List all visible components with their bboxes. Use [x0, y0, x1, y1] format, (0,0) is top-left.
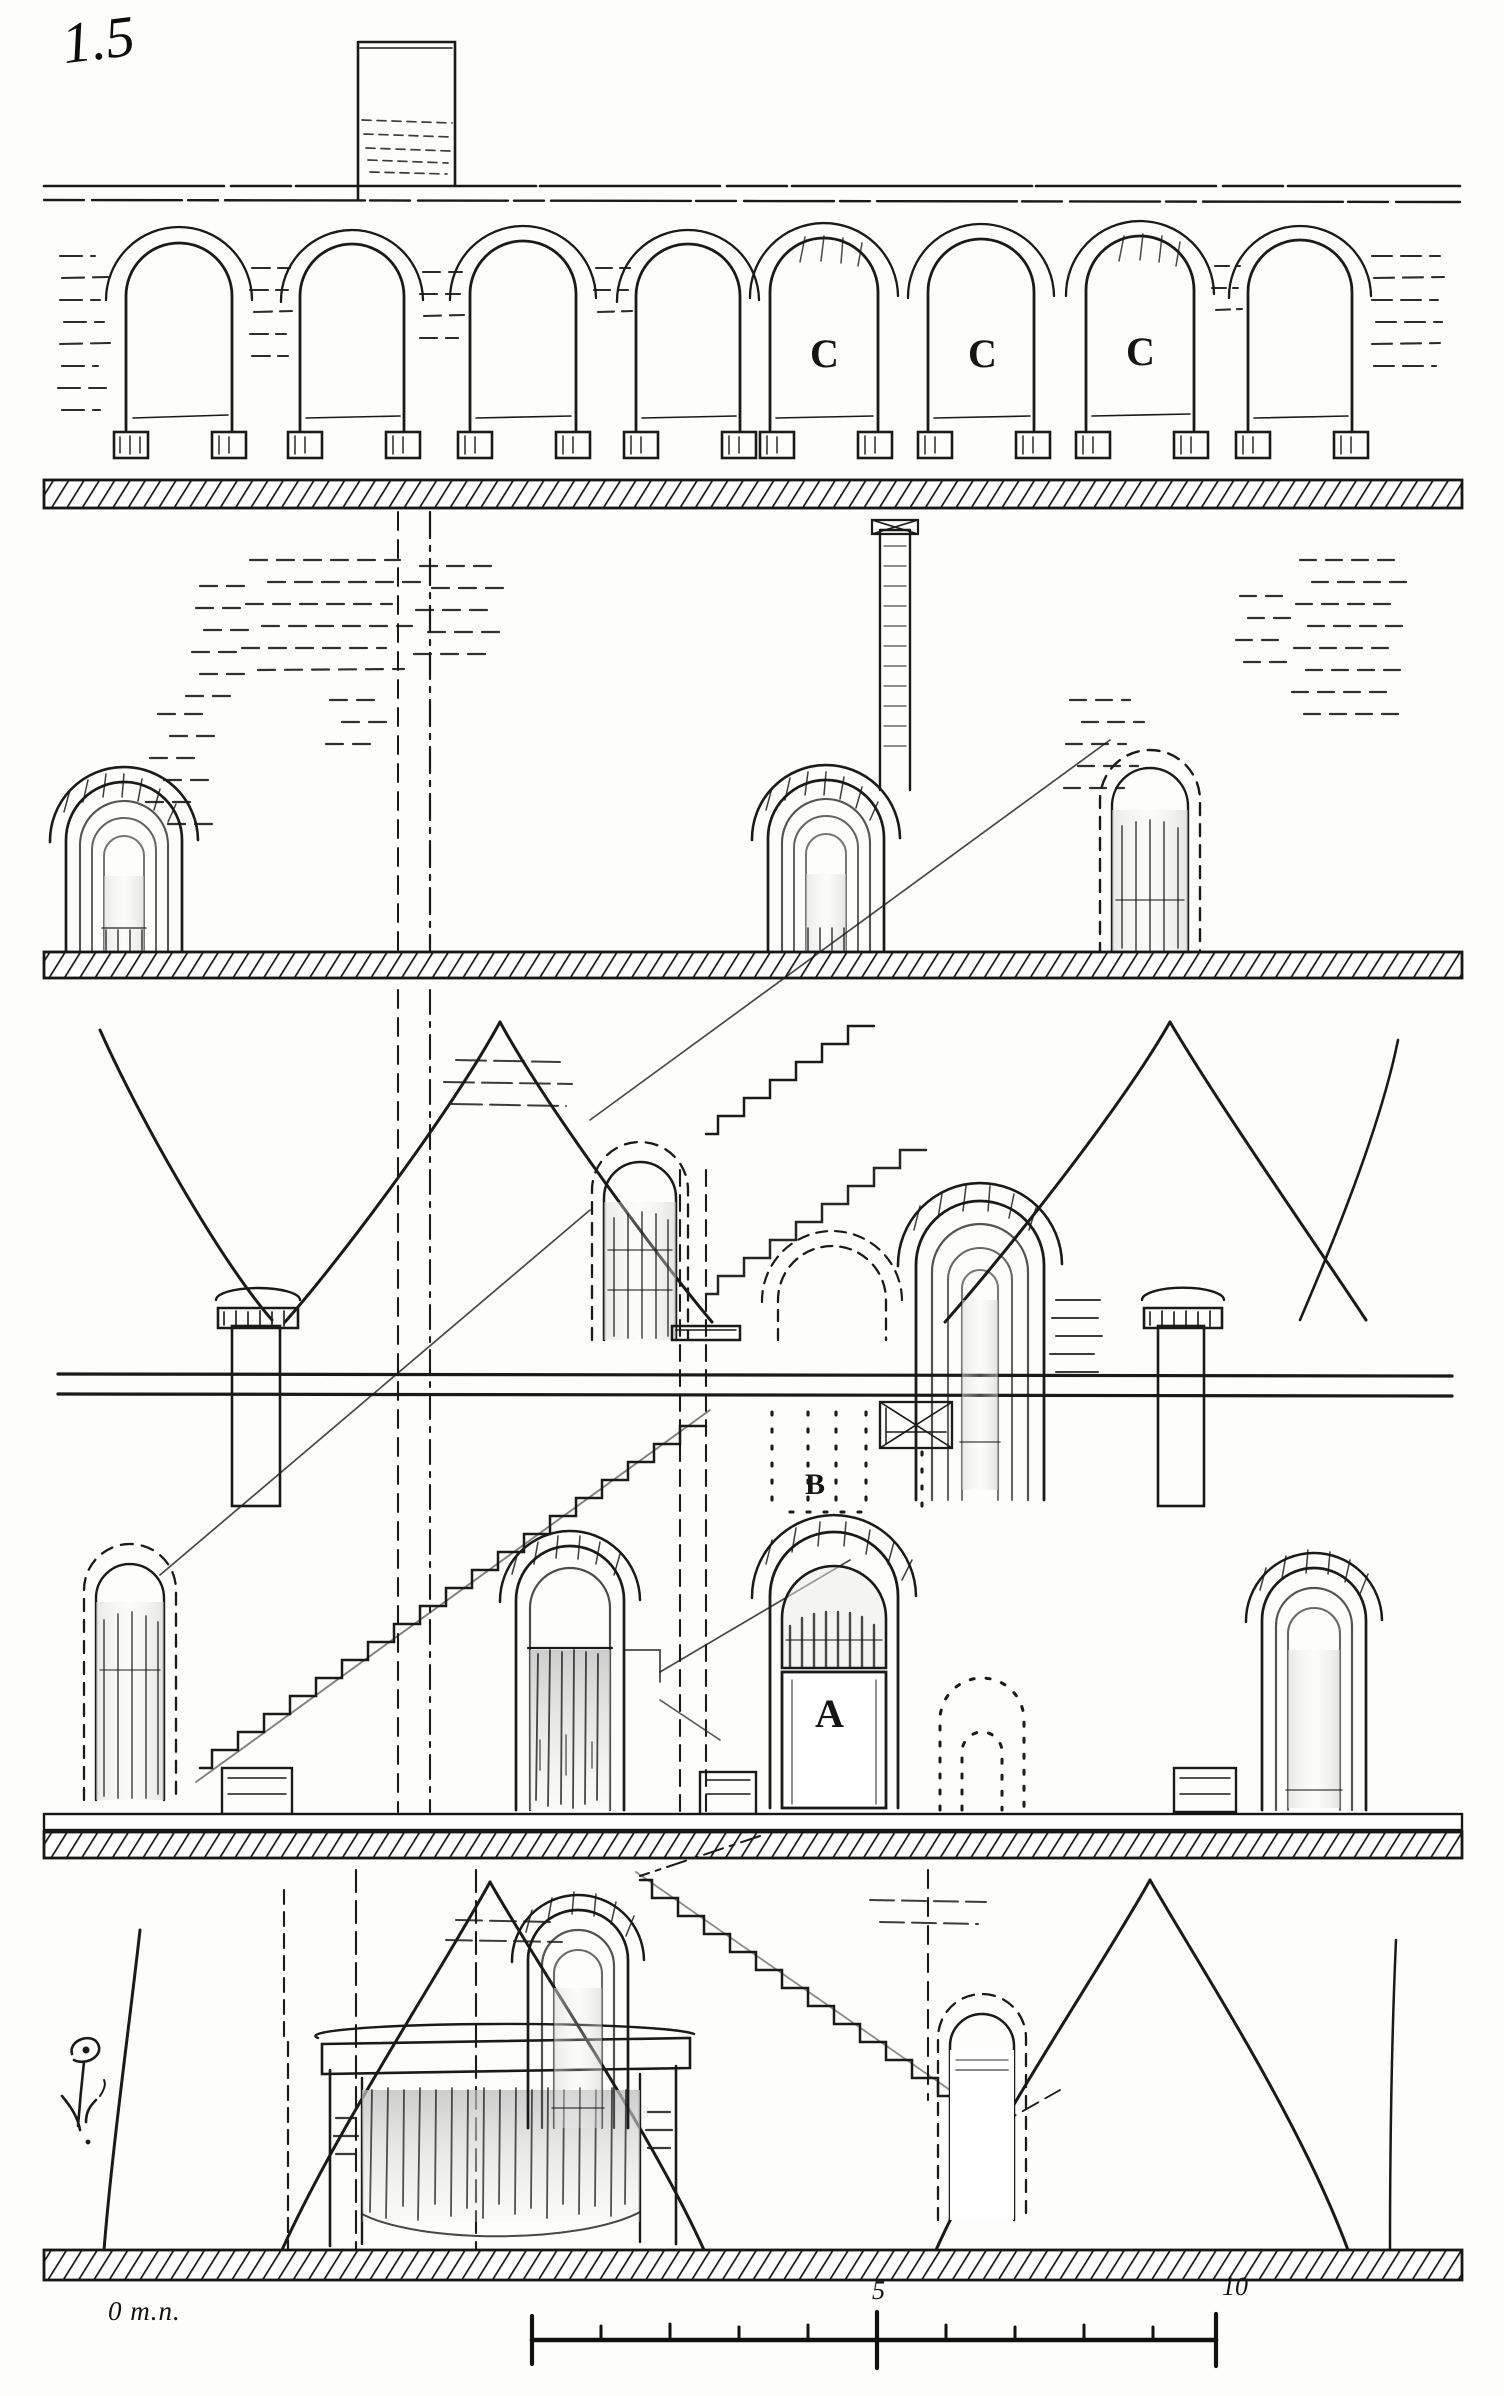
column-base-right: [1172, 1766, 1238, 1814]
column-left: [214, 1286, 302, 1508]
arcade-arch: [104, 225, 254, 432]
upper-doorway-right: [1098, 748, 1202, 957]
ground-vault-crown-lines: [445, 1919, 563, 1943]
attic-arcade-level: [42, 40, 1462, 460]
upper-floor-slab: [42, 950, 1464, 980]
arcade-arch: [1064, 219, 1216, 432]
attic-floor-slab: [42, 478, 1464, 510]
construction-line-group: [396, 988, 708, 1814]
scale-minor-ticks: [599, 2322, 1155, 2342]
ground-vault-crown-lines: [869, 1899, 987, 1925]
arcade-base-block-group: [112, 430, 1370, 460]
arcade-arch: [748, 221, 900, 432]
relieving-arch-dashed: [760, 1229, 904, 1342]
chimney-shaft: [356, 40, 457, 202]
column-right: [1140, 1286, 1226, 1508]
upper-window-left: [48, 765, 200, 957]
main-doorway-left: [82, 1542, 178, 1802]
ground-doorway-right: [936, 1992, 1028, 2222]
stair-projection: [639, 1835, 761, 1877]
masonry-texture-attic: [56, 254, 1446, 412]
arcade-arch: [279, 228, 425, 432]
main-floor-slab: [42, 1812, 1464, 1860]
ground-window: [510, 1891, 646, 2130]
ground-vaulted-level: [60, 1835, 1398, 2252]
gallery-line-lower: [56, 1392, 1454, 1398]
room-label-c-1: C: [810, 331, 839, 376]
main-doorway-center-upper: [590, 1140, 690, 1342]
gallery-line-upper: [56, 1372, 1454, 1378]
room-label-a: A: [815, 1691, 844, 1736]
staircase-ground: [635, 1871, 997, 2123]
main-vaulted-level: [56, 739, 1454, 1816]
dotted-niche: [938, 1676, 1026, 1812]
staircase-upper: [704, 1024, 928, 1296]
corbel-bracket: [878, 1400, 954, 1450]
staircase-main: [195, 1409, 711, 1783]
masonry-texture-upper-right: [1062, 558, 1414, 790]
stair-landing: [670, 1324, 742, 1342]
scale-bar: [529, 2309, 1219, 2371]
main-window-right: [896, 1181, 1103, 1502]
page-number: 1.5: [58, 2, 139, 77]
scale-unit-note: 0 m.n.: [108, 2296, 181, 2326]
arcade-arch: [906, 222, 1056, 432]
leader-line: [659, 1699, 721, 1741]
room-label-b: B: [805, 1468, 826, 1501]
vertical-duct: [870, 518, 920, 792]
hidden-detail-dots: [770, 1410, 924, 1514]
room-label-c-3: C: [1126, 329, 1155, 374]
main-doorway-center-left: [498, 1529, 642, 1812]
upper-window-center: [750, 763, 902, 957]
main-window-far-right: [1244, 1549, 1384, 1812]
arcade-arch: [615, 228, 761, 432]
vault-crown-lines: [443, 1059, 573, 1107]
ground-floor-slab: [42, 2248, 1464, 2282]
room-label-c-2: C: [968, 331, 997, 376]
masonry-texture-upper-left: [144, 558, 514, 826]
arcade-arch: [448, 224, 598, 432]
upper-chamber-level: [48, 510, 1414, 977]
scale-label-mid: 5: [872, 2276, 885, 2305]
cornice-line-lower: [42, 198, 1462, 204]
plant-doodle: [60, 2036, 106, 2145]
main-doorway-A: [750, 1513, 918, 1810]
dimension-tick: [623, 1649, 661, 1683]
scale-label-end: 10: [1222, 2272, 1248, 2301]
